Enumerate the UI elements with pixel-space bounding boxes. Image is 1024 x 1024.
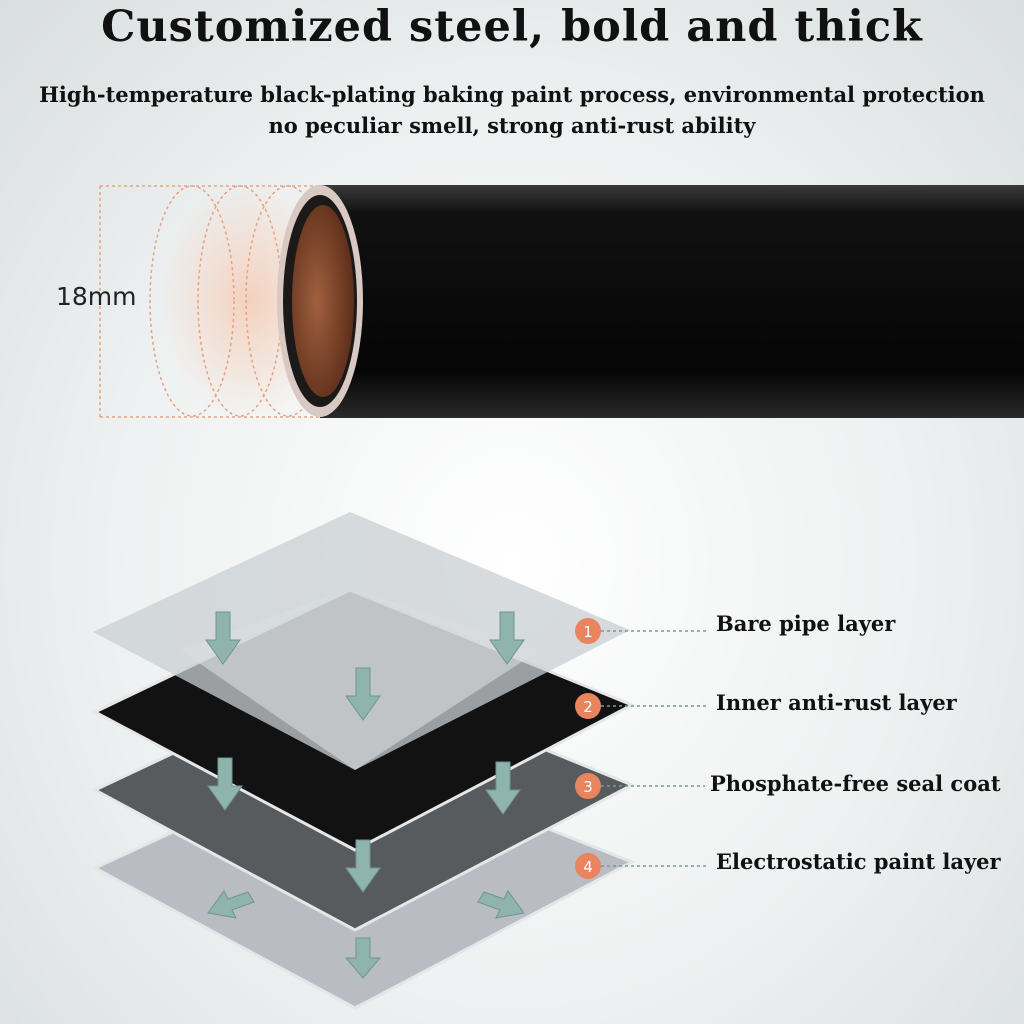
badge-2: 2: [583, 698, 593, 716]
arrow-down-icon: [345, 667, 381, 721]
arrows: [205, 611, 525, 979]
layer-label-3: Phosphate-free seal coat: [710, 771, 1001, 796]
pipe-illustration: [99, 180, 1024, 420]
arrow-down-icon: [344, 937, 382, 979]
arrow-down-icon: [205, 611, 241, 665]
layer-stack: [91, 512, 636, 1010]
arrow-right-icon: [477, 890, 525, 919]
badges: 1 2 3 4: [575, 618, 708, 879]
badge-1: 1: [583, 623, 593, 641]
layer-label-1: Bare pipe layer: [716, 611, 896, 636]
layer-label-2: Inner anti-rust layer: [716, 690, 957, 715]
arrow-left-icon: [207, 890, 255, 919]
page-title: Customized steel, bold and thick: [101, 2, 923, 52]
badge-4: 4: [583, 858, 593, 876]
arrow-down-icon: [345, 839, 381, 893]
diameter-label: 18mm: [56, 282, 137, 311]
subtitle-line-1: High-temperature black-plating baking pa…: [39, 82, 985, 107]
arrow-down-icon: [489, 611, 525, 665]
arrow-down-icon: [207, 757, 243, 811]
layer-label-4: Electrostatic paint layer: [716, 849, 1001, 874]
arrow-down-icon: [485, 761, 521, 815]
subtitle-line-2: no peculiar smell, strong anti-rust abil…: [268, 113, 756, 138]
badge-3: 3: [583, 778, 593, 796]
